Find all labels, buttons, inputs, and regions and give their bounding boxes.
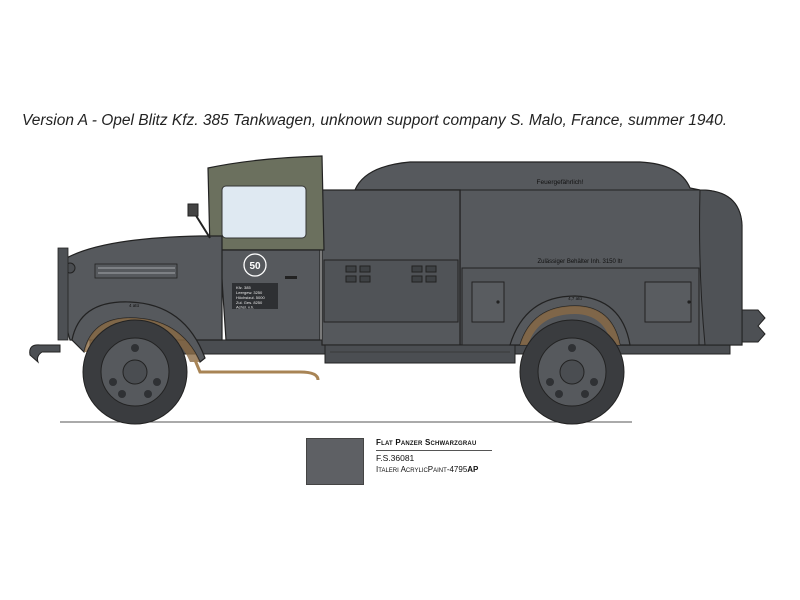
door-handle — [285, 276, 297, 279]
fs-code: F.S.36081 — [376, 453, 415, 463]
tank-right-hatch — [644, 281, 692, 323]
version-caption: Version A - Opel Blitz Kfz. 385 Tankwage… — [22, 112, 728, 129]
paint-dash: - — [446, 465, 450, 474]
hood-louvres — [98, 267, 175, 274]
paint-name: Flat Panzer Schwarzgrau — [376, 438, 477, 447]
tank-capacity-stencil: Zulässiger Behälter Inh. 3150 ltr — [537, 259, 622, 265]
front-tow-hook — [29, 344, 61, 364]
door-plate-line: Kfz. 385 — [236, 285, 251, 290]
rear-fender-mud — [520, 306, 620, 345]
door-plate-line: Leergew. 3250 — [236, 290, 263, 295]
paint-swatch — [306, 438, 364, 485]
front-fender-stencil: 4 atü — [129, 303, 140, 308]
rear-fender-stencil: 4,7 atü — [568, 296, 582, 301]
hatch-handle-right — [687, 300, 691, 304]
door-plate-line: Achsl. v.h. — [236, 305, 254, 310]
door-number-circle — [243, 253, 267, 277]
hood-louvre-band — [94, 263, 178, 279]
door-plate-text: Kfz. 385 Leergew. 3250 Höchstzul. 5000 Z… — [236, 285, 265, 310]
door-plate-line: Zul. Ges. 8250 — [236, 300, 263, 305]
rear-wheel — [519, 319, 625, 425]
running-board — [324, 344, 516, 364]
front-wheel — [82, 319, 188, 425]
tank-top-stencil: Feuergefährlich! — [537, 179, 584, 186]
paint-divider — [376, 450, 492, 451]
italeri-paint-code: Italeri AcrylicPaint-4795AP — [376, 465, 478, 474]
cab-window — [221, 185, 307, 239]
mirror-arm — [194, 213, 211, 239]
radiator-grille — [57, 247, 69, 341]
door-plate-line: Höchstzul. 5000 — [236, 295, 265, 300]
hatch-handle-left — [496, 300, 500, 304]
paint-code-number: 4795 — [449, 465, 468, 474]
side-mirror — [187, 203, 199, 217]
door-number: 50 — [249, 261, 261, 272]
door-data-plate — [232, 283, 278, 309]
paint-code-suffix: AP — [467, 465, 479, 474]
exhaust-pipe — [193, 359, 320, 381]
pump-compartment-door — [323, 259, 459, 323]
rear-tow-hook — [741, 309, 766, 343]
tank-rear-end — [699, 189, 743, 346]
louvre-vents — [345, 265, 437, 283]
paint-brand: Italeri AcrylicPaint — [376, 465, 447, 474]
front-fender-mud — [84, 318, 200, 362]
